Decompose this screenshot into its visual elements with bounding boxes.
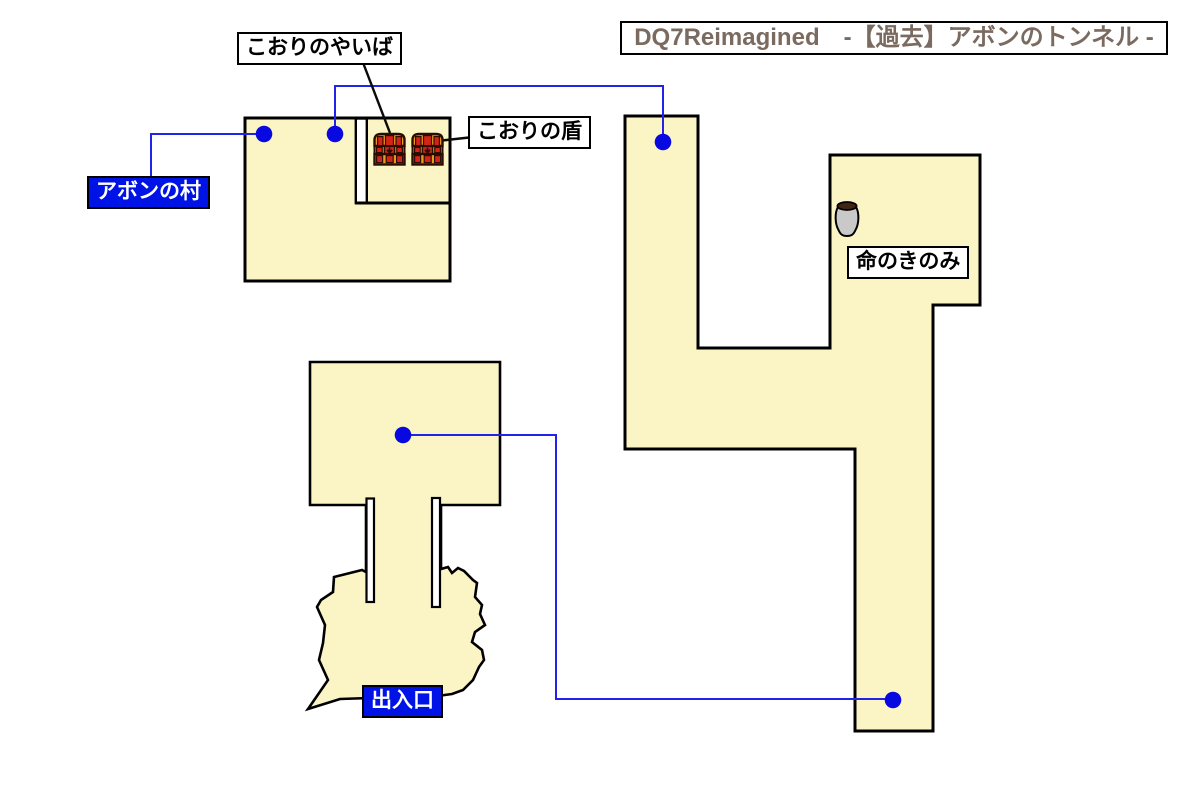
room-b-wall-slit-left	[365, 497, 376, 604]
pointer-line-ice-blade	[360, 59, 392, 134]
route-line-room-b-to-tunnel	[403, 434, 893, 700]
treasure-chest-icon-2	[411, 132, 444, 166]
room-a-wall-slit	[354, 117, 368, 205]
route-dot-tunnel-bottom	[884, 691, 902, 709]
label-abon-village: アボンの村	[87, 176, 210, 210]
room-b-cave-floor	[304, 360, 502, 712]
label-life-seed: 命のきのみ	[847, 246, 970, 280]
pointer-line-ice-shield	[441, 136, 470, 142]
label-ice-blade: こおりのやいば	[237, 32, 402, 66]
route-dot-room-a-east	[326, 125, 344, 143]
label-entrance: 出入口	[362, 685, 443, 719]
route-dot-room-b	[394, 426, 412, 444]
route-line-abon-village	[150, 133, 264, 177]
treasure-chest-icon-1	[373, 132, 406, 166]
room-b-wall-slit-right	[430, 496, 442, 609]
label-ice-shield: こおりの盾	[468, 116, 591, 150]
map-title: DQ7Reimagined -【過去】アボンのトンネル -	[620, 21, 1168, 55]
route-line-room-a-to-tunnel	[334, 85, 664, 142]
tunnel-right-floor	[623, 114, 982, 733]
route-dot-room-a-west	[255, 125, 273, 143]
pot-icon	[834, 201, 860, 238]
route-dot-tunnel-top	[654, 133, 672, 151]
